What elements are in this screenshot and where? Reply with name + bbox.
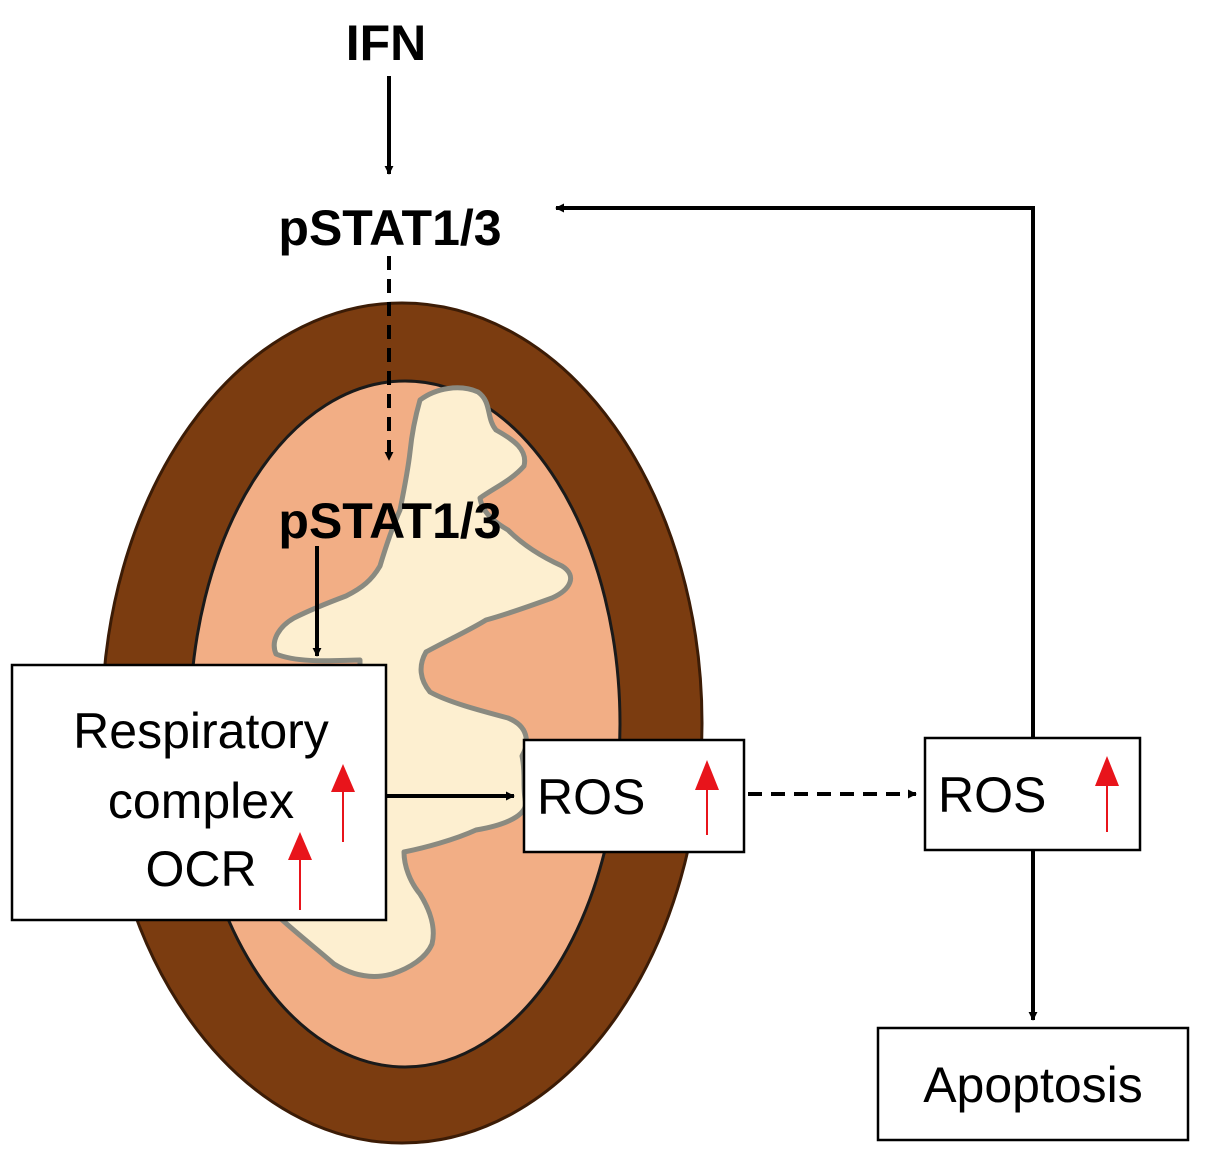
ros-feedback-arrow xyxy=(555,203,1035,738)
ros-inner-label: ROS xyxy=(537,769,645,825)
ifn-label: IFN xyxy=(346,15,427,71)
ocr-up-arrow-icon xyxy=(288,832,312,910)
complex-up-arrow-icon xyxy=(331,764,355,842)
ros-inner-up-arrow-icon xyxy=(695,760,719,835)
ros-outer-label: ROS xyxy=(938,767,1046,823)
pstat-outer-label: pSTAT1/3 xyxy=(278,200,501,256)
respiratory-label-line1: Respiratory xyxy=(73,703,329,759)
ros-outer-box xyxy=(923,736,1142,852)
apoptosis-label: Apoptosis xyxy=(923,1057,1143,1113)
ros-outer-up-arrow-icon xyxy=(1095,756,1119,832)
apoptosis-box xyxy=(876,1026,1190,1142)
respiratory-complex-box xyxy=(10,663,388,922)
respiratory-label-line3: OCR xyxy=(145,841,256,897)
respiratory-label-line2: complex xyxy=(108,773,294,829)
pstat-inner-label: pSTAT1/3 xyxy=(278,493,501,549)
